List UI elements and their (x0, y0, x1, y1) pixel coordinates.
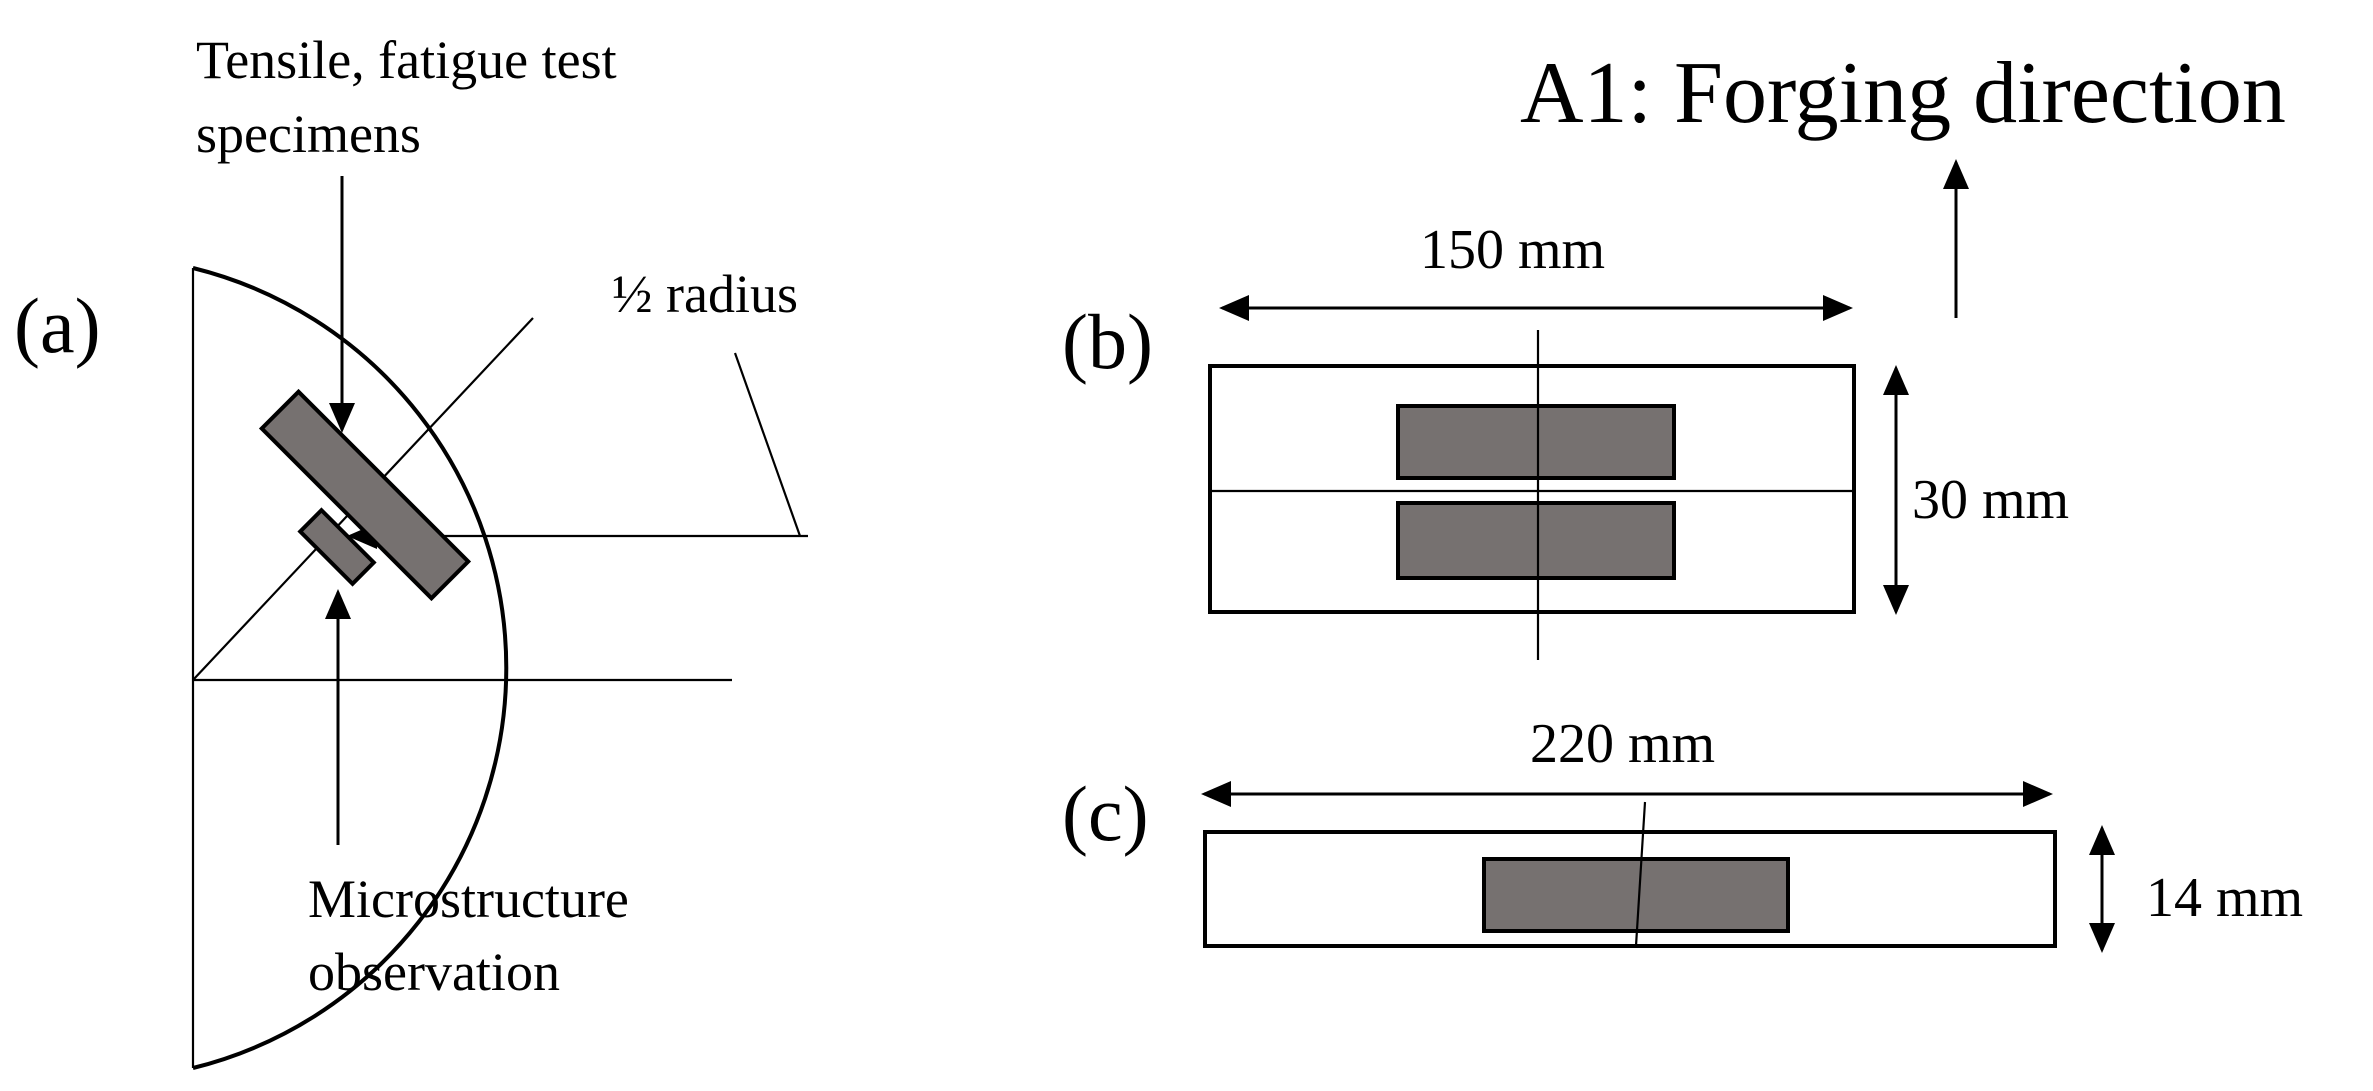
panel-c: (c) 220 mm 14 mm (1062, 713, 2303, 953)
panel-b-width-label: 150 mm (1420, 219, 1605, 281)
panel-b-specimen-bottom (1396, 501, 1676, 580)
microstructure-label-line2: observation (308, 942, 560, 1002)
panel-c-label: (c) (1062, 770, 1149, 857)
panel-c-specimen (1482, 857, 1790, 933)
panel-b-specimen-top (1396, 404, 1676, 480)
half-radius-label: ½ radius (612, 264, 798, 324)
panel-b-height-label: 30 mm (1912, 469, 2069, 531)
forging-direction-title: A1: Forging direction (1520, 45, 2286, 142)
tensile-label-line1: Tensile, fatigue test (196, 30, 617, 90)
panel-c-width-label: 220 mm (1530, 713, 1715, 775)
panel-a: (a) ½ radius Tensile, fatigue test speci… (14, 30, 808, 1070)
half-radius-leader-diagonal (733, 352, 802, 537)
forging-half-disk (192, 266, 509, 1070)
panel-b: (b) 150 mm 30 mm (1062, 219, 2069, 660)
panel-c-height-label: 14 mm (2146, 867, 2303, 929)
tensile-fatigue-specimen (258, 388, 472, 602)
microstructure-label-line1: Microstructure (308, 869, 629, 929)
microstructure-specimen (297, 507, 377, 587)
panel-b-label: (b) (1062, 298, 1153, 385)
tensile-label-line2: specimens (196, 104, 421, 164)
panel-c-centerline-vertical (1634, 801, 1647, 947)
panel-a-label: (a) (14, 282, 101, 369)
